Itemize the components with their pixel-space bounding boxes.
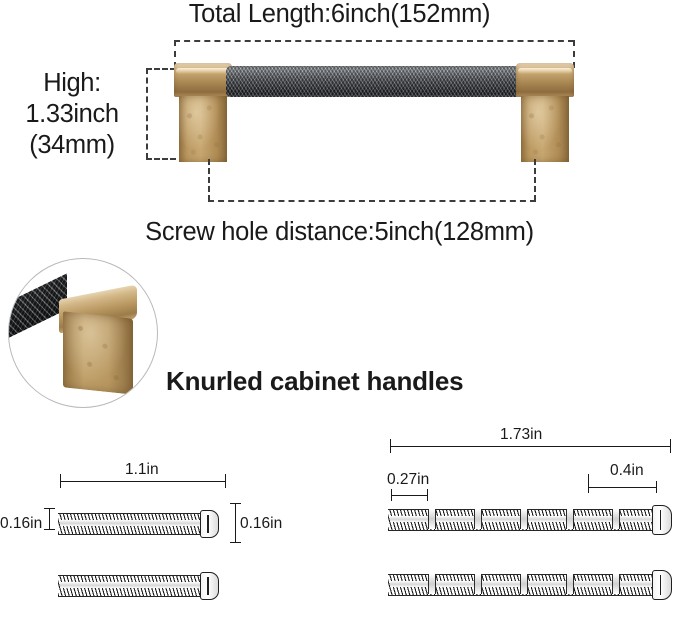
short-screw-length-tick-left (60, 474, 61, 488)
long-screw-2-break-notch-3 (520, 574, 528, 594)
long-screw-2-break-notch-4 (566, 574, 574, 594)
short-screw-diameter-cap-right-top (230, 503, 241, 504)
short-screw-diameter-label-right: 0.16in (240, 515, 283, 532)
long-screw-2-break-notch-1 (428, 574, 436, 594)
long-screw-2-break-notch-2 (474, 574, 482, 594)
long-screw-segment-line-left (391, 495, 427, 496)
total-length-bracket-right-tick (573, 40, 575, 68)
handle-post-right (516, 63, 574, 162)
short-screw-1-core (60, 520, 202, 526)
long-screw-segment-tick-left-b (427, 489, 428, 501)
short-screw-diameter-cap-left-top (44, 508, 55, 509)
short-screw-2-head (200, 572, 219, 600)
height-label-line-2: 1.33inch (25, 100, 119, 128)
height-bracket-top-tick (146, 68, 176, 70)
page-title: Knurled cabinet handles (166, 366, 464, 396)
handle-closeup-inset (8, 258, 158, 408)
short-screw-length-tick-right (225, 474, 226, 488)
short-screw-1-head (200, 510, 219, 538)
long-screw-segment-label-right: 0.4in (610, 462, 644, 479)
long-screw-segment-label-left: 0.27in (387, 471, 430, 488)
short-screw-2 (58, 572, 220, 600)
short-screw-2-core (60, 582, 202, 588)
height-bracket-bottom-tick (146, 158, 176, 160)
short-screw-diameter-line-left (49, 508, 50, 530)
handle-post-left (174, 63, 232, 162)
handle-post-right-cap (516, 63, 574, 97)
long-screw-2 (388, 570, 678, 600)
height-label-line-1: High: (43, 69, 101, 97)
long-screw-1-break-notch-2 (474, 509, 482, 529)
long-screw-2-break-notch-5 (612, 574, 620, 594)
closeup-brass-mounting-face (63, 311, 133, 395)
knurled-bar (226, 66, 524, 97)
long-screw-length-label: 1.73in (500, 426, 543, 443)
short-screw-diameter-cap-left-bottom (44, 529, 55, 530)
total-length-bracket-top (174, 40, 574, 42)
total-length-bracket-left-tick (174, 40, 176, 68)
long-screw-1-break-notch-4 (566, 509, 574, 529)
screw-hole-bracket-right-tick (534, 159, 536, 201)
height-label-line-3: (34mm) (29, 131, 115, 159)
long-screw-length-tick-left (390, 439, 391, 453)
screw-hole-bracket-left-tick (208, 159, 210, 201)
long-screw-2-head (652, 570, 672, 600)
height-bracket-line (146, 68, 148, 159)
short-screw-diameter-line-right (235, 503, 236, 543)
handle-post-left-body (179, 96, 227, 162)
cabinet-handle-image (174, 63, 574, 163)
short-screw-length-line (60, 481, 225, 482)
long-screw-1-head (652, 505, 672, 535)
long-screw-1 (388, 505, 678, 535)
long-screw-1-break-notch-1 (428, 509, 436, 529)
long-screw-segment-tick-right-b (656, 481, 657, 493)
screw-hole-distance-label: Screw hole distance:5inch(128mm) (145, 218, 534, 246)
total-length-label: Total Length:6inch(152mm) (188, 0, 491, 28)
handle-post-right-body (521, 96, 569, 162)
long-screw-segment-line-right (588, 487, 656, 488)
short-screw-1 (58, 510, 220, 538)
screw-hole-bracket-bottom (208, 200, 536, 202)
handle-post-left-cap (174, 63, 232, 97)
long-screw-length-tick-right (670, 439, 671, 453)
short-screw-diameter-cap-right-bottom (230, 542, 241, 543)
long-screw-segment-tick-right-a (588, 474, 589, 493)
short-screw-length-label: 1.1in (125, 461, 159, 478)
long-screw-segment-tick-left-a (391, 489, 392, 501)
short-screw-diameter-label-left: 0.16in (0, 515, 43, 532)
long-screw-1-break-notch-3 (520, 509, 528, 529)
long-screw-1-break-notch-5 (612, 509, 620, 529)
height-label: High: 1.33inch (34mm) (6, 68, 138, 161)
long-screw-length-line (390, 446, 671, 447)
